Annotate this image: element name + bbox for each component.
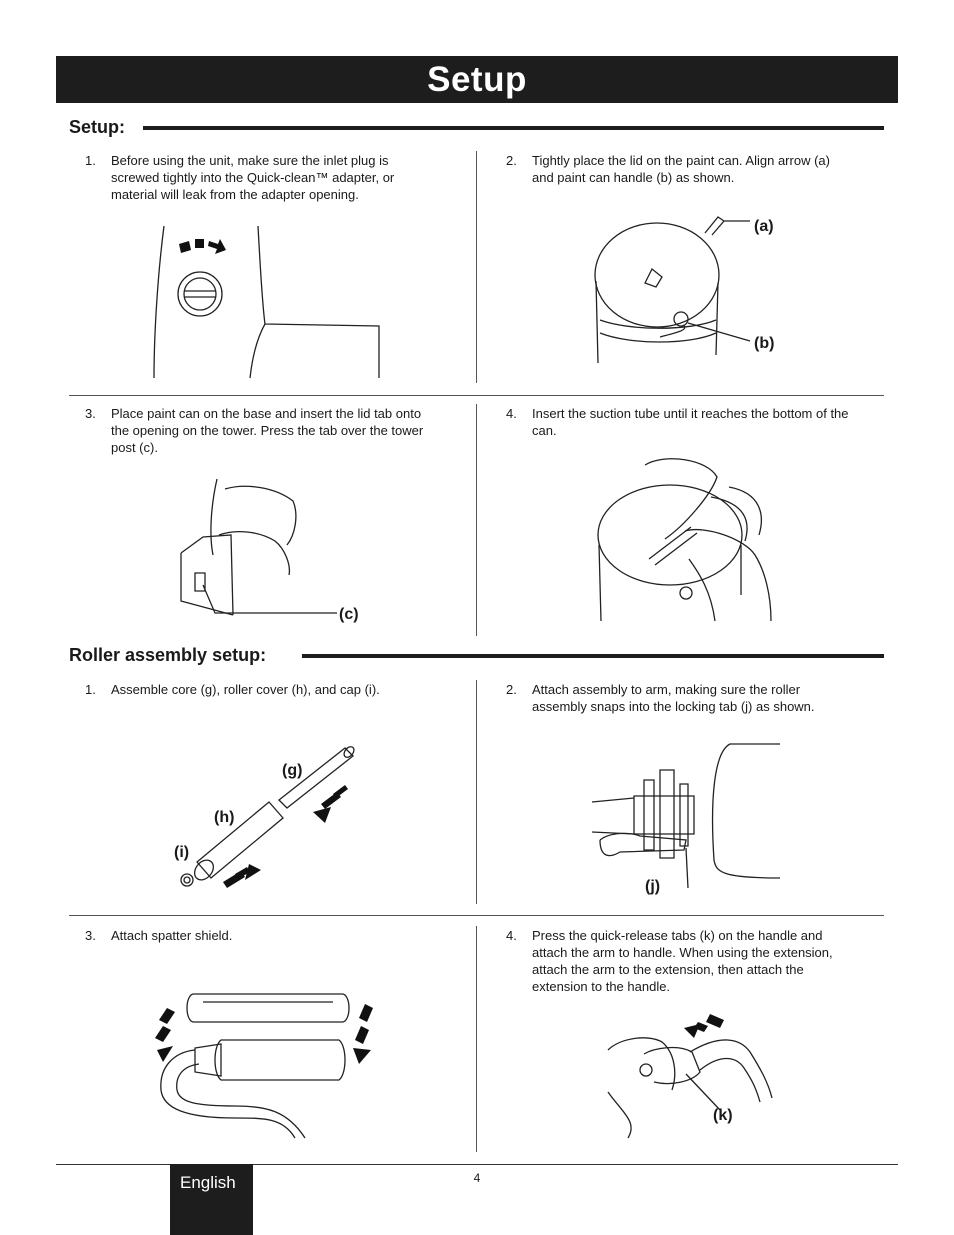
language-tab: English — [170, 1164, 253, 1235]
step-text-line: Before using the unit, make sure the inl… — [111, 153, 389, 168]
roller-arm-lock-illustration — [590, 740, 785, 890]
page-number: 4 — [473, 1171, 481, 1185]
quick-release-handle-illustration — [600, 1014, 780, 1142]
column-divider — [476, 926, 477, 1152]
step-text-line: assembly snaps into the locking tab (j) … — [532, 699, 815, 714]
step-number: 2. — [506, 153, 517, 168]
callout-c: (c) — [339, 606, 359, 623]
suction-tube-illustration — [595, 455, 785, 625]
callout-j: (j) — [645, 878, 661, 895]
roller-step-4: 4. Press the quick-release tabs (k) on t… — [506, 927, 881, 1003]
row-divider — [69, 915, 884, 916]
step-text-line: and paint can handle (b) as shown. — [532, 170, 735, 185]
column-divider — [476, 404, 477, 636]
setup-step-3: 3. Place paint can on the base and inser… — [85, 405, 465, 465]
step-text-line: attach the arm to the extension, then at… — [532, 962, 804, 977]
column-divider — [476, 151, 477, 383]
column-divider — [476, 680, 477, 904]
step-number: 1. — [85, 153, 96, 168]
callout-g: (g) — [282, 762, 303, 779]
step-text-line: post (c). — [111, 440, 158, 455]
step-text-line: Attach assembly to arm, making sure the … — [532, 682, 801, 697]
callout-a: (a) — [754, 218, 774, 235]
roller-step-2: 2. Attach assembly to arm, making sure t… — [506, 681, 881, 721]
setup-step-2: 2. Tightly place the lid on the paint ca… — [506, 152, 881, 192]
roller-step-3: 3. Attach spatter shield. — [85, 927, 465, 947]
roller-step-1: 1. Assemble core (g), roller cover (h), … — [85, 681, 465, 701]
roller-parts-illustration — [175, 740, 375, 888]
page-title: Setup — [427, 60, 527, 99]
step-text-line: extension to the handle. — [532, 979, 671, 994]
step-number: 4. — [506, 928, 517, 943]
step-number: 3. — [85, 928, 96, 943]
paint-can-lid-illustration — [590, 205, 760, 380]
spatter-shield-illustration — [155, 990, 373, 1140]
step-text-line: Assemble core (g), roller cover (h), and… — [111, 682, 380, 697]
footer-rule — [56, 1164, 898, 1165]
section-rule-setup — [143, 126, 884, 130]
step-text-line: can. — [532, 423, 557, 438]
step-text-line: Insert the suction tube until it reaches… — [532, 406, 849, 421]
inlet-plug-illustration — [150, 222, 385, 382]
callout-i: (i) — [174, 844, 190, 861]
setup-step-4: 4. Insert the suction tube until it reac… — [506, 405, 881, 445]
section-rule-roller — [302, 654, 884, 658]
section-heading-roller: Roller assembly setup: — [69, 645, 277, 666]
row-divider — [69, 395, 884, 396]
page-banner: Setup — [56, 56, 898, 103]
callout-k: (k) — [713, 1107, 733, 1124]
callout-b: (b) — [754, 335, 775, 352]
lid-tab-illustration — [175, 475, 375, 615]
callout-h: (h) — [214, 809, 235, 826]
step-text-line: Tightly place the lid on the paint can. … — [532, 153, 830, 168]
step-text-line: attach the arm to handle. When using the… — [532, 945, 833, 960]
step-text-line: material will leak from the adapter open… — [111, 187, 359, 202]
step-text-line: the opening on the tower. Press the tab … — [111, 423, 424, 438]
step-number: 3. — [85, 406, 96, 421]
step-number: 1. — [85, 682, 96, 697]
step-number: 4. — [506, 406, 517, 421]
step-text-line: Press the quick-release tabs (k) on the … — [532, 928, 823, 943]
step-text-line: Place paint can on the base and insert t… — [111, 406, 422, 421]
step-number: 2. — [506, 682, 517, 697]
step-text-line: screwed tightly into the Quick-clean™ ad… — [111, 170, 395, 185]
setup-step-1: 1. Before using the unit, make sure the … — [85, 152, 465, 212]
step-text-line: Attach spatter shield. — [111, 928, 233, 943]
language-label: English — [180, 1173, 236, 1192]
section-heading-setup: Setup: — [69, 117, 135, 138]
